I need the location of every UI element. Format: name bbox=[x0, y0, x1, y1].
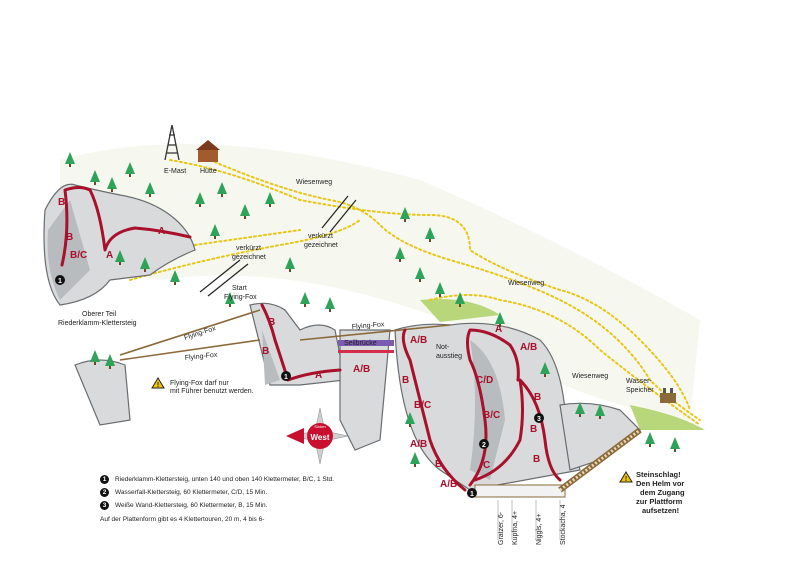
label-start: Start bbox=[232, 285, 247, 292]
legend-number: 1 bbox=[100, 475, 109, 484]
legend-text: Riederklamm-Klettersteig, unten 140 und … bbox=[115, 476, 334, 483]
climb-label: Kupfna, 4+ bbox=[512, 511, 519, 545]
marker-label: 3 bbox=[537, 416, 541, 423]
label-oberer-teil: Riederklamm-Klettersteig bbox=[58, 320, 137, 327]
grade-label: A/B bbox=[520, 342, 537, 353]
warning-text: zur Plattform bbox=[636, 497, 683, 506]
platform bbox=[474, 427, 642, 498]
warning-icon: ! bbox=[151, 377, 165, 389]
warning-text: dem Zugang bbox=[640, 488, 685, 497]
warning-text: mit Führer benutzt werden. bbox=[170, 388, 254, 395]
shortcut-marks bbox=[199, 195, 357, 297]
label-verkuerzt: verkürzt bbox=[308, 233, 333, 240]
climb-label: Niggls, 4+ bbox=[536, 514, 543, 545]
svg-text:!: ! bbox=[157, 382, 159, 389]
grade-label: B bbox=[402, 375, 409, 386]
grade-label: A/B bbox=[440, 479, 457, 490]
label-wasser-speicher: Wasser- bbox=[626, 378, 652, 385]
label-notausstieg: Not- bbox=[436, 344, 450, 351]
label-seilbruecke: Seilbrücke bbox=[344, 340, 377, 347]
grade-label: A bbox=[315, 370, 322, 381]
grade-label: C bbox=[483, 460, 490, 471]
grade-label: A bbox=[106, 250, 113, 261]
grade-label: B/C bbox=[483, 410, 500, 421]
label-verkuerzt: gezeichnet bbox=[232, 254, 266, 261]
grade-label: A/B bbox=[353, 364, 370, 375]
water-tank-icon bbox=[660, 388, 676, 403]
grade-label: B bbox=[435, 459, 442, 470]
label-verkuerzt: gezeichnet bbox=[304, 242, 338, 249]
rocks bbox=[43, 183, 641, 491]
grade-label: B bbox=[533, 454, 540, 465]
grade-label: B/C bbox=[70, 250, 87, 261]
label-notausstieg: ausstieg bbox=[436, 353, 462, 360]
rope-bridge bbox=[338, 340, 394, 353]
label-flying-fox: Flying-Fox bbox=[184, 352, 218, 362]
label-oberer-teil: Oberer Teil bbox=[82, 311, 117, 318]
marker-label: 1 bbox=[470, 491, 474, 498]
label-e-mast: E-Mast bbox=[164, 168, 186, 175]
grade-label: C/D bbox=[476, 375, 493, 386]
hut-icon bbox=[196, 140, 220, 162]
grade-label: A bbox=[158, 226, 165, 237]
legend-row: 1 Riederklamm-Klettersteig, unten 140 un… bbox=[100, 473, 430, 486]
label-start: Flying-Fox bbox=[224, 294, 257, 301]
compass-icon: West Süden bbox=[286, 407, 349, 465]
label-huette: Hütte bbox=[200, 168, 217, 175]
flying-fox-cables bbox=[119, 309, 451, 361]
route-grades: B B B/C A A B B A A/B A/B B B/C A/B B A/… bbox=[58, 197, 541, 490]
label-wiesenweg: Wiesenweg bbox=[508, 280, 544, 287]
trees bbox=[65, 152, 680, 467]
legend-row: 2 Wasserfall-Klettersteig, 60 Klettermet… bbox=[100, 486, 430, 499]
grade-label: B bbox=[262, 346, 269, 357]
legend-number: 2 bbox=[100, 488, 109, 497]
label-flying-fox: Flying-Fox bbox=[352, 321, 386, 331]
label-wiesenweg: Wiesenweg bbox=[296, 179, 332, 186]
grade-label: B bbox=[530, 424, 537, 435]
marker-label: 1 bbox=[58, 278, 62, 285]
grade-label: A/B bbox=[410, 335, 427, 346]
grade-label: B bbox=[268, 317, 275, 328]
grade-label: B bbox=[534, 392, 541, 403]
warning-text: aufsetzen! bbox=[642, 506, 679, 515]
label-wiesenweg: Wiesenweg bbox=[572, 373, 608, 380]
svg-text:!: ! bbox=[625, 476, 627, 483]
legend-note: Auf der Plattenform gibt es 4 Klettertou… bbox=[100, 516, 265, 523]
warning-icon: ! bbox=[619, 471, 633, 483]
warning-text: Flying-Fox darf nur bbox=[170, 380, 229, 387]
grade-label: B/C bbox=[414, 400, 431, 411]
map-labels: E-Mast Hütte Wiesenweg Wiesenweg Wiesenw… bbox=[58, 168, 685, 515]
marker-label: 2 bbox=[482, 442, 486, 449]
climb-label: Stockacha, 4 bbox=[560, 504, 567, 545]
legend: 1 Riederklamm-Klettersteig, unten 140 un… bbox=[100, 473, 430, 526]
hiking-paths bbox=[129, 159, 701, 426]
warning-text: Den Helm vor bbox=[636, 479, 684, 488]
legend-row: 3 Weiße Wand-Klettersteig, 60 Klettermet… bbox=[100, 499, 430, 512]
route-markers: 1 1 1 2 3 bbox=[55, 275, 544, 498]
grade-label: B bbox=[66, 232, 73, 243]
legend-text: Wasserfall-Klettersteig, 60 Klettermeter… bbox=[115, 489, 268, 496]
label-verkuerzt: verkürzt bbox=[236, 245, 261, 252]
label-flying-fox: Flying-Fox bbox=[183, 325, 217, 342]
climbing-tours: Gratzer, 6- Kupfna, 4+ Niggls, 4+ Stocka… bbox=[497, 500, 567, 545]
legend-number: 3 bbox=[100, 501, 109, 510]
marker-label: 1 bbox=[284, 374, 288, 381]
climb-label: Gratzer, 6- bbox=[498, 511, 505, 545]
compass-top-label: Süden bbox=[314, 424, 326, 429]
warning-text: Steinschlag! bbox=[636, 470, 681, 479]
power-mast-icon bbox=[164, 124, 180, 161]
legend-text: Weiße Wand-Klettersteig, 60 Klettermeter… bbox=[115, 502, 268, 509]
climbing-routes bbox=[60, 186, 562, 492]
grade-label: B bbox=[58, 197, 65, 208]
label-wasser-speicher: Speicher bbox=[626, 387, 654, 394]
grade-label: A bbox=[495, 324, 502, 335]
grade-label: A/B bbox=[410, 439, 427, 450]
compass-label: West bbox=[311, 433, 330, 442]
